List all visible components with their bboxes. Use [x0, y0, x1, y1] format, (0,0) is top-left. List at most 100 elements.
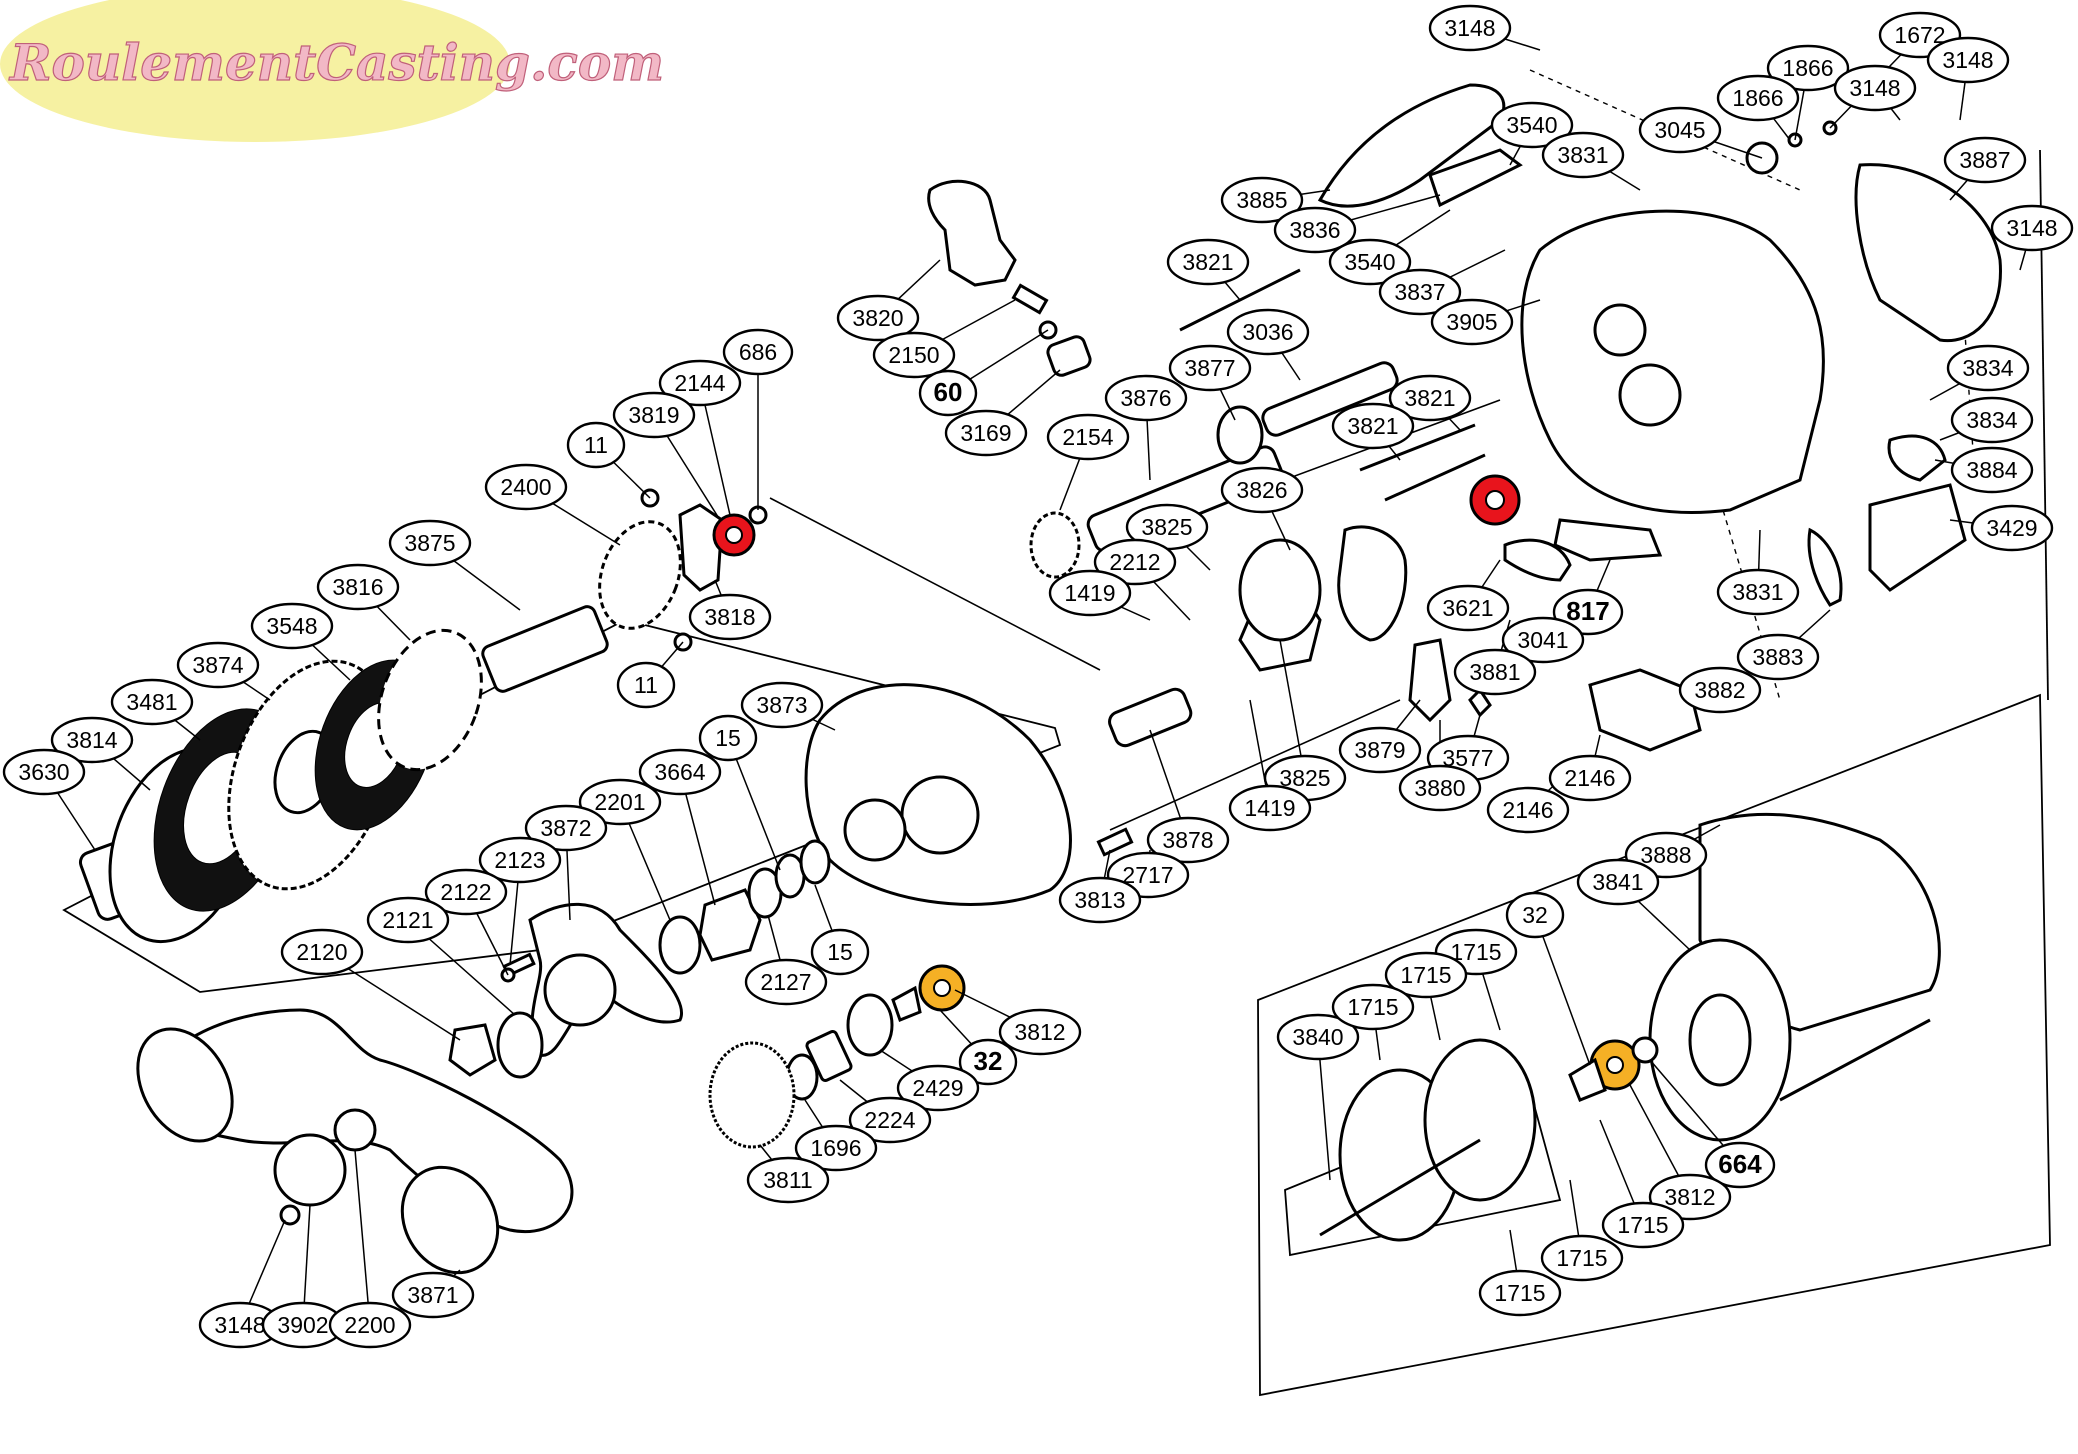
- callout-bubble: [1548, 754, 1632, 802]
- leader-2200: [354, 1149, 371, 1326]
- callout-bubble: [1398, 764, 1482, 812]
- callout-bubble: [1638, 106, 1722, 154]
- callout-number: 3816: [332, 574, 383, 600]
- callout-3548: 3548: [250, 602, 334, 650]
- callout-bubble: [1453, 648, 1537, 696]
- callout-number: 3837: [1394, 279, 1445, 305]
- part-664-clip: [1631, 1036, 1659, 1064]
- callout-number: 3821: [1347, 413, 1398, 439]
- callout-bubble: [316, 563, 400, 611]
- callout-bubble: [328, 1301, 412, 1349]
- callout-3540a: 3540: [1490, 101, 1574, 149]
- callout-number: 3836: [1289, 217, 1340, 243]
- part-32-seal-a: [891, 985, 922, 1022]
- part-3873-boss: [900, 775, 980, 855]
- callout-number: 3630: [18, 759, 69, 785]
- callout-number: 3148: [1849, 75, 1900, 101]
- callout-number: 3664: [654, 759, 705, 785]
- callout-2123: 2123: [478, 836, 562, 884]
- callout-1715d: 1715: [1601, 1201, 1685, 1249]
- callout-3872: 3872: [524, 804, 608, 852]
- callout-number: 15: [827, 939, 853, 965]
- callout-number: 3834: [1962, 355, 2013, 381]
- callout-2200: 2200: [328, 1301, 412, 1349]
- callout-bubble: [836, 294, 920, 342]
- logo-text: RoulementCasting.com: [8, 33, 664, 92]
- callout-2127: 2127: [744, 958, 828, 1006]
- callout-bubble: [1716, 74, 1800, 122]
- part-3888-shaft: [1779, 1018, 1931, 1102]
- callout-bubble: [1331, 983, 1415, 1031]
- callout-number: 32: [1522, 902, 1548, 928]
- bearing-3812b-bore: [1606, 1056, 1624, 1074]
- callout-number: 2200: [344, 1312, 395, 1338]
- callout-3036: 3036: [1226, 308, 1310, 356]
- callout-11b: 11: [616, 661, 676, 709]
- part-2120-plate: [448, 1023, 497, 1077]
- callout-number: 3877: [1184, 355, 1235, 381]
- callout-number: 3036: [1242, 319, 1293, 345]
- callout-bubble: [1146, 816, 1230, 864]
- callout-3818: 3818: [688, 593, 772, 641]
- callout-number: 1715: [1556, 1245, 1607, 1271]
- callout-bubble: [478, 836, 562, 884]
- callout-number: 1419: [1064, 580, 1115, 606]
- callout-664: 664: [1704, 1141, 1776, 1189]
- callout-bubble: [1226, 308, 1310, 356]
- callout-number: 2146: [1502, 797, 1553, 823]
- callout-3540b: 3540: [1328, 238, 1412, 286]
- callout-bubble: [1943, 136, 2027, 184]
- callout-bubble: [391, 1271, 475, 1319]
- callout-3836: 3836: [1273, 206, 1357, 254]
- callout-number: 3885: [1236, 187, 1287, 213]
- callout-bubble: [1766, 44, 1850, 92]
- callout-3831a: 3831: [1541, 131, 1625, 179]
- callout-3621: 3621: [1426, 584, 1510, 632]
- callout-number: 3841: [1592, 869, 1643, 895]
- callout-number: 15: [715, 725, 741, 751]
- callout-bubble: [1501, 616, 1585, 664]
- callout-number: 3812: [1664, 1184, 1715, 1210]
- callout-bubble: [1950, 396, 2034, 444]
- callout-3882: 3882: [1678, 666, 1762, 714]
- callout-number: 664: [1718, 1149, 1762, 1179]
- callout-number: 3813: [1074, 887, 1125, 913]
- callout-number: 3148: [1942, 47, 1993, 73]
- callout-bubble: [1428, 4, 1512, 52]
- part-3821-rod-c: [1384, 453, 1486, 502]
- part-3882-plate: [1588, 668, 1702, 752]
- callout-1715f: 1715: [1478, 1269, 1562, 1317]
- callout-3881: 3881: [1453, 648, 1537, 696]
- callout-3878: 3878: [1146, 816, 1230, 864]
- part-3875-shaft: [481, 605, 609, 693]
- callout-3902: 3902: [261, 1301, 345, 1349]
- callout-bubble: [848, 1096, 932, 1144]
- callout-3148e: 3148: [198, 1301, 282, 1349]
- callout-bubble: [484, 463, 568, 511]
- callout-number: 3840: [1292, 1024, 1343, 1050]
- part-3825-plate: [1238, 538, 1322, 642]
- callout-3821a: 3821: [1166, 238, 1250, 286]
- part-3840-flange: [1423, 1038, 1537, 1202]
- callout-bubble: [1093, 538, 1177, 586]
- callout-number: 2122: [440, 879, 491, 905]
- part-3887-sideplate: [1854, 163, 2002, 343]
- callout-number: 686: [739, 339, 777, 365]
- part-3621-clicker: [1503, 538, 1572, 582]
- callout-3045: 3045: [1638, 106, 1722, 154]
- callout-bubble: [896, 1064, 980, 1112]
- handle-parts: [136, 1008, 574, 1275]
- callout-2400: 2400: [484, 463, 568, 511]
- callout-number: 1419: [1244, 795, 1295, 821]
- callout-3880: 3880: [1398, 764, 1482, 812]
- callout-number: 2717: [1122, 862, 1173, 888]
- callout-number: 3888: [1640, 842, 1691, 868]
- callout-3874: 3874: [176, 641, 260, 689]
- callout-bubble: [1704, 1141, 1776, 1189]
- callout-number: 11: [634, 672, 658, 698]
- callout-number: 3881: [1469, 659, 1520, 685]
- callout-number: 3905: [1446, 309, 1497, 335]
- callout-bubble: [1678, 666, 1762, 714]
- callout-bubble: [110, 678, 194, 726]
